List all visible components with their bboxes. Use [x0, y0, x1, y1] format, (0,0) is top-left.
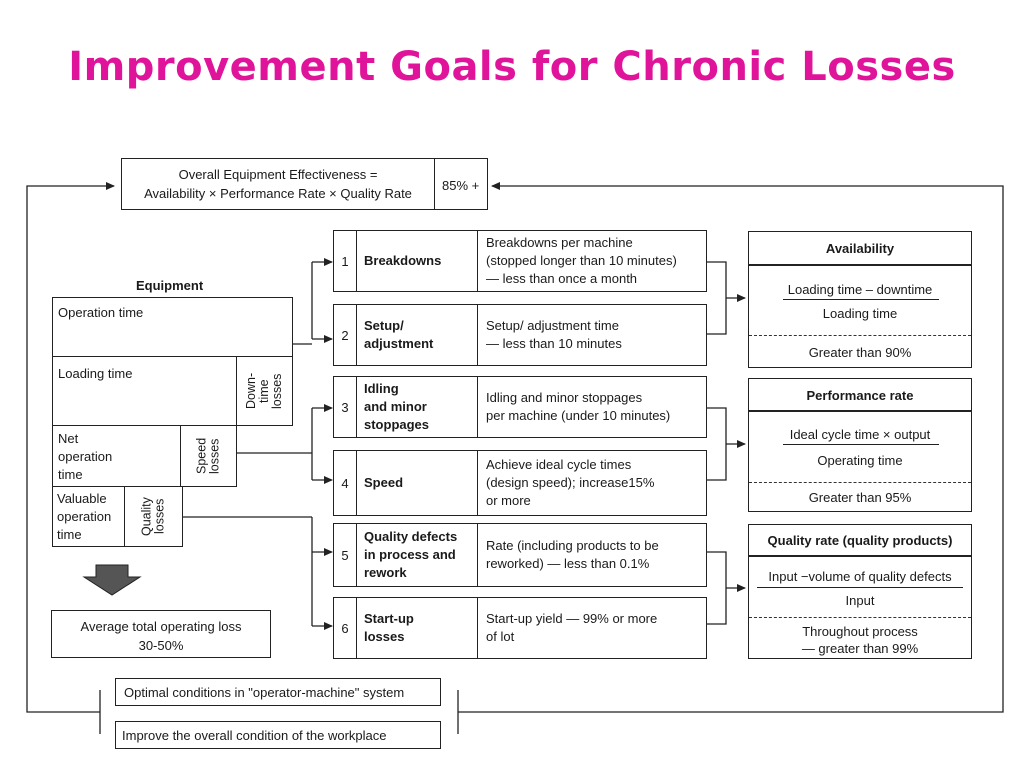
loss-goal: Breakdowns per machine (stopped longer t… [486, 235, 677, 286]
oee-box: Overall Equipment Effectiveness = Availa… [121, 158, 488, 210]
loss-name: Setup/ adjustment [364, 318, 434, 351]
loading-time-box: Loading time [52, 356, 237, 426]
quality-rate-box: Quality rate (quality products) Input −v… [748, 524, 972, 659]
operation-time-label: Operation time [58, 305, 144, 320]
loss-name: Breakdowns [364, 253, 442, 268]
loss-name: Start-up losses [364, 611, 414, 644]
loss-goal: Setup/ adjustment time — less than 10 mi… [486, 318, 622, 351]
performance-target: Greater than 95% [808, 490, 912, 505]
loss-goal: Idling and minor stoppages per machine (… [486, 390, 671, 423]
valuable-operation-time-label: Valuable operation time [57, 491, 112, 542]
loss-number: 5 [341, 547, 349, 563]
loss-number: 4 [341, 475, 349, 491]
loss-goal: Achieve ideal cycle times (design speed)… [486, 457, 655, 508]
availability-box: Availability Loading time – downtime Loa… [748, 231, 972, 368]
loss-number: 1 [341, 253, 349, 269]
performance-rate-title: Performance rate [806, 388, 914, 403]
equipment-heading: Equipment [136, 278, 204, 293]
availability-title: Availability [825, 241, 895, 256]
loss-name: Quality defects in process and rework [364, 529, 458, 580]
down-arrow-icon [82, 564, 142, 596]
optimal-conditions-box: Optimal conditions in "operator-machine"… [115, 678, 441, 706]
performance-rate-box: Performance rate Ideal cycle time × outp… [748, 378, 972, 512]
valuable-operation-time-box: Valuable operation time [52, 486, 125, 547]
quality-rate-title: Quality rate (quality products) [767, 533, 953, 548]
quality-numerator: Input −volume of quality defects [768, 569, 952, 584]
loss-row: 3 Idling and minor stoppages Idling and mi… [333, 376, 707, 438]
feedback-loop-left [26, 182, 115, 713]
loading-time-label: Loading time [58, 366, 133, 381]
speed-losses-box: Speed losses [180, 425, 237, 487]
downtime-losses-label: Down- time losses [244, 372, 284, 410]
improve-workplace-label: Improve the overall condition of the wor… [122, 728, 387, 743]
downtime-losses-box: Down- time losses [236, 356, 293, 426]
slide-title: Improvement Goals for Chronic Losses [68, 44, 956, 90]
loss-number: 2 [341, 327, 349, 343]
loss-row: 6 Start-up losses Start-up yield — 99% or … [333, 597, 707, 659]
loss-goal: Start-up yield — 99% or more of lot [486, 611, 658, 644]
quality-losses-label: Quality losses [139, 497, 167, 536]
loss-name: Idling and minor stoppages [364, 381, 430, 432]
net-operation-time-label: Net operation time [58, 431, 113, 482]
quality-denominator: Input [845, 593, 875, 608]
average-loss-label: Average total operating loss [80, 619, 242, 634]
improve-workplace-box: Improve the overall condition of the wor… [115, 721, 441, 749]
loss-goal: Rate (including products to be reworked)… [486, 538, 659, 571]
loss-number: 6 [341, 620, 349, 636]
quality-target: Throughout process — greater than 99% [801, 624, 919, 656]
average-loss-box: Average total operating loss 30-50% [51, 610, 271, 658]
loss-number: 3 [341, 399, 349, 415]
loss-name: Speed [364, 475, 404, 490]
availability-numerator: Loading time – downtime [787, 282, 933, 297]
average-loss-value: 30-50% [138, 638, 184, 653]
oee-formula-line2: Availability × Performance Rate × Qualit… [144, 186, 412, 201]
availability-target: Greater than 90% [808, 345, 912, 360]
performance-denominator: Operating time [817, 453, 903, 468]
net-operation-time-box: Net operation time [52, 425, 181, 487]
loss-row: 5 Quality defects in process and rework Ra… [333, 523, 707, 587]
feedback-loop-right [458, 182, 1004, 713]
optimal-conditions-label: Optimal conditions in "operator-machine"… [124, 685, 405, 700]
speed-losses-label: Speed losses [194, 437, 222, 475]
performance-numerator: Ideal cycle time × output [789, 427, 931, 442]
oee-target-value: 85% + [442, 178, 480, 193]
loss-row: 1 Breakdowns Breakdowns per machine (stopp… [333, 230, 707, 292]
loss-row: 4 Speed Achieve ideal cycle times (design … [333, 450, 707, 516]
loss-row: 2 Setup/ adjustment Setup/ adjustment time… [333, 304, 707, 366]
operation-time-box: Operation time [52, 297, 293, 357]
quality-losses-box: Quality losses [124, 486, 183, 547]
oee-formula-line1: Overall Equipment Effectiveness = [178, 167, 378, 182]
availability-denominator: Loading time [822, 306, 898, 321]
